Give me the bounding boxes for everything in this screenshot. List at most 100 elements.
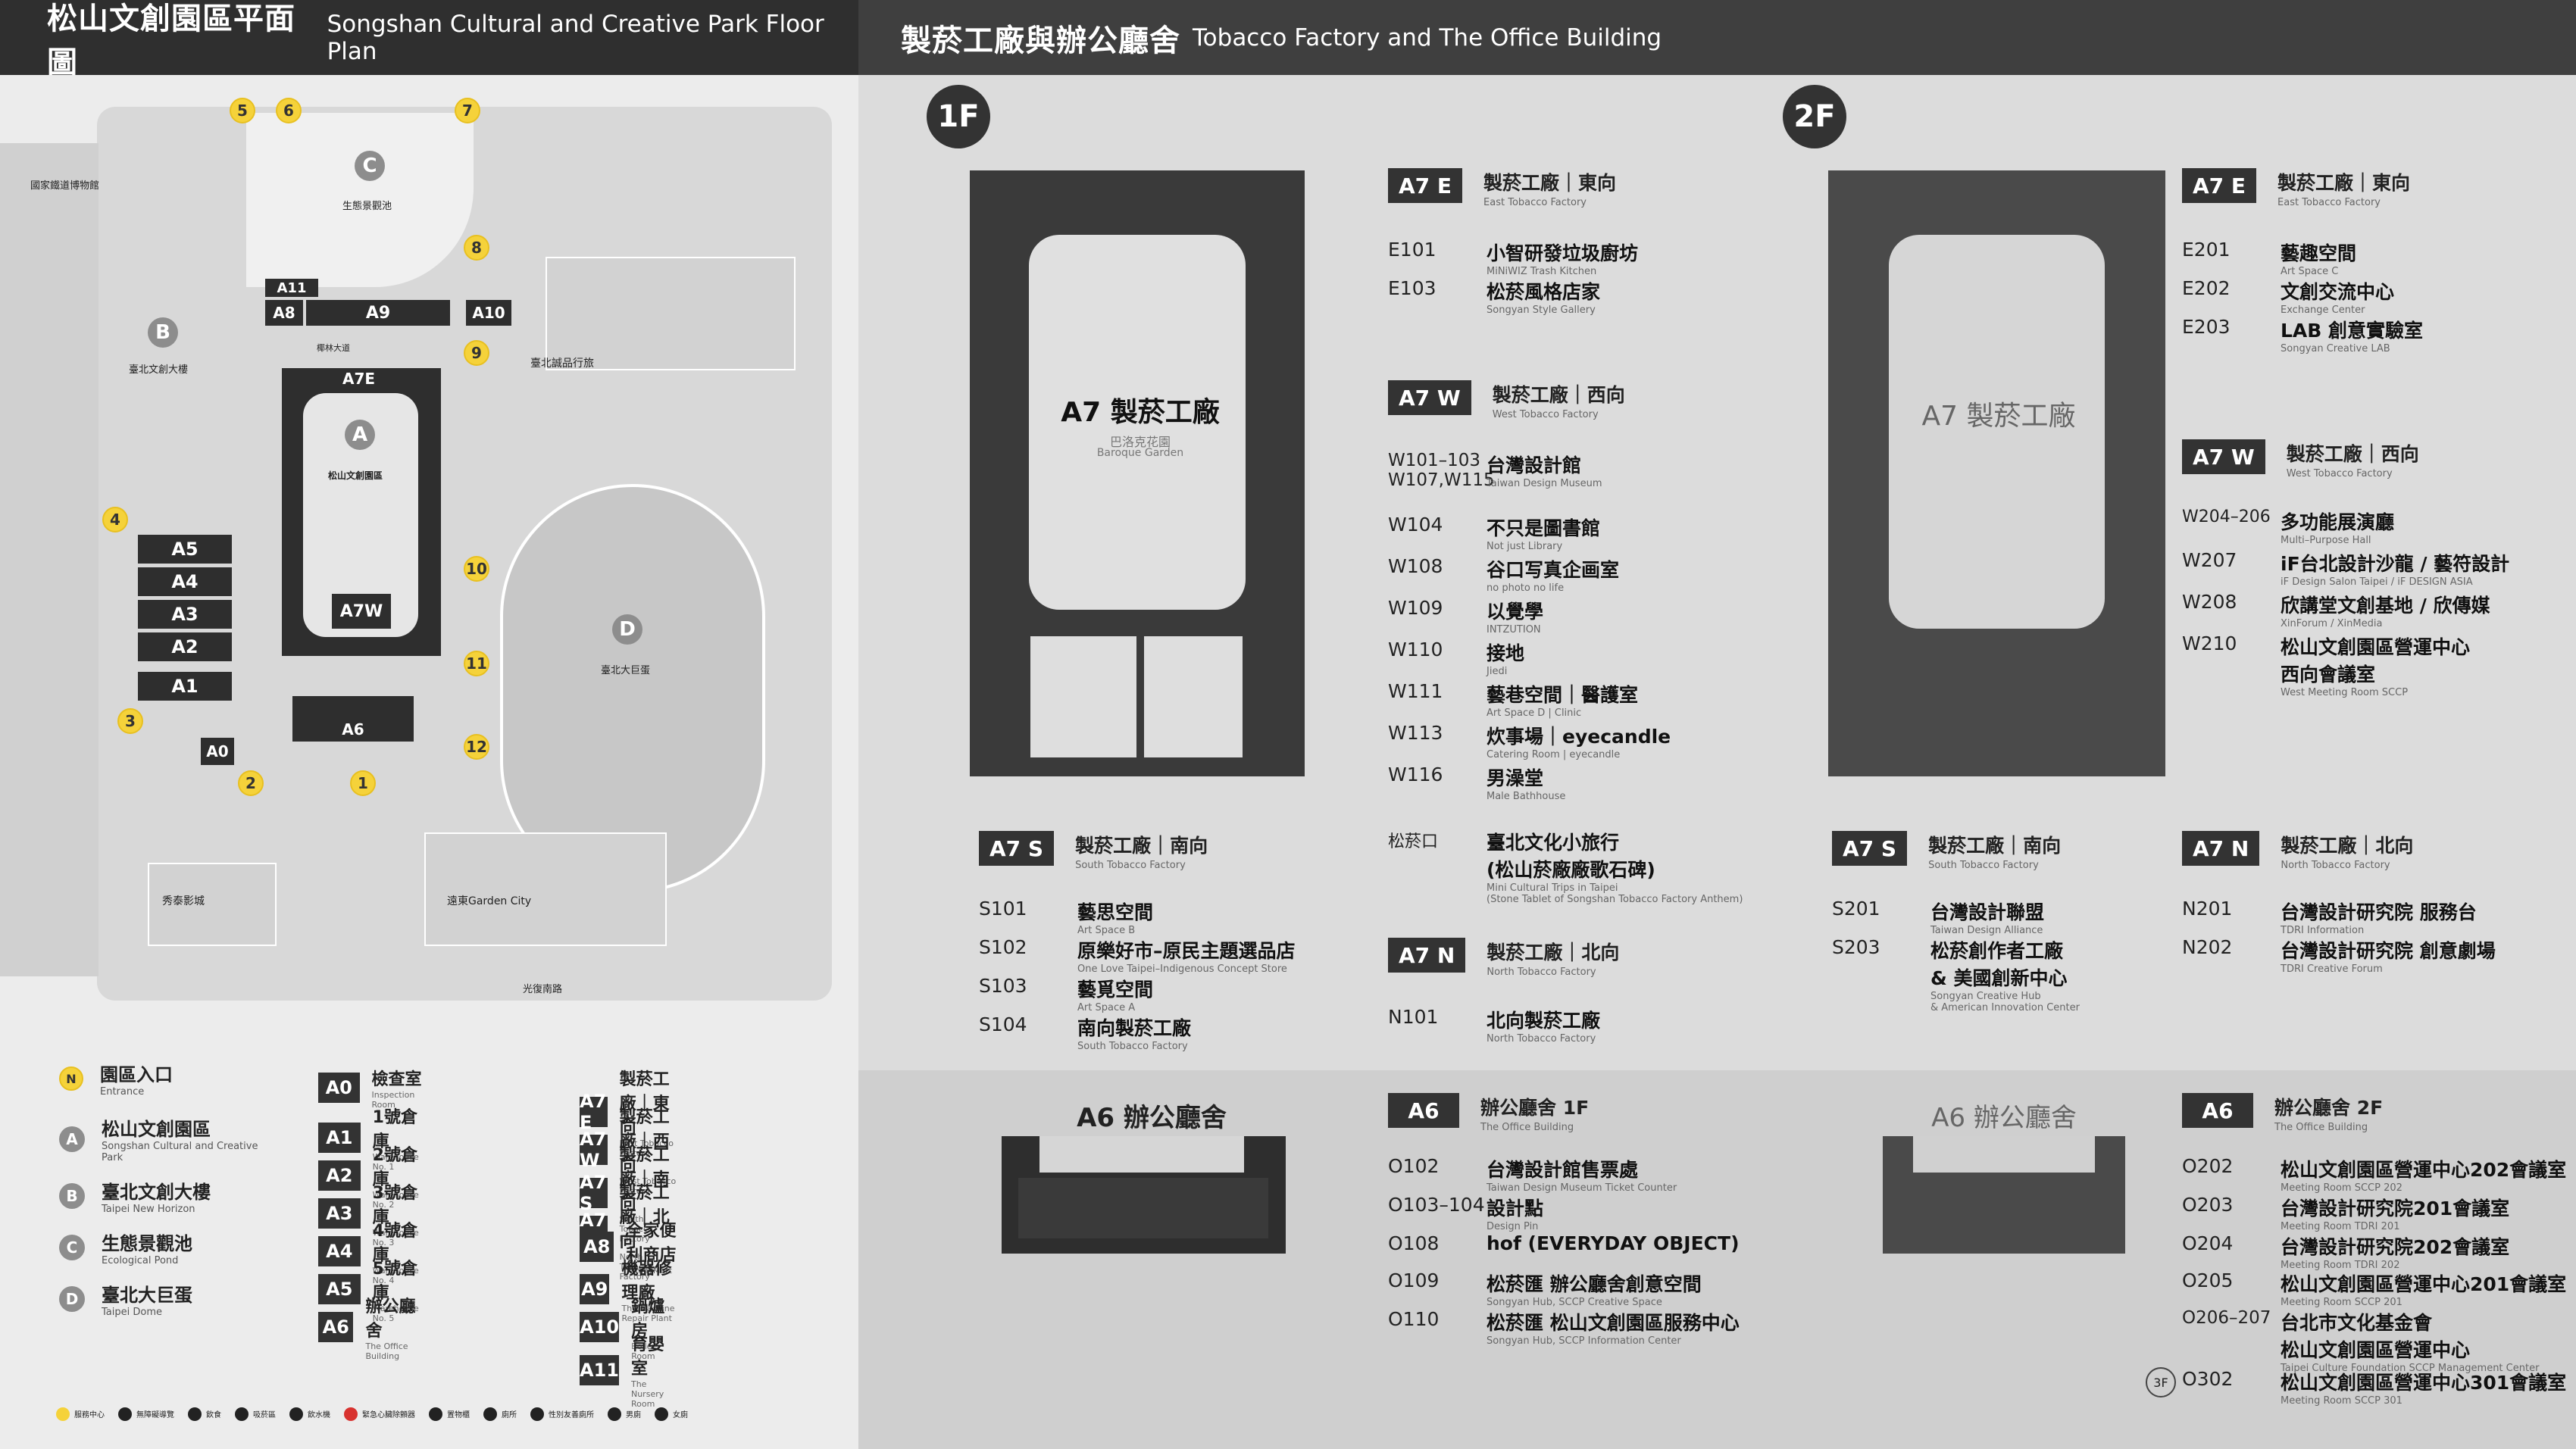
entrance-6[interactable]: 6 [276,98,302,123]
songyan-court[interactable]: 松菸口 臺北文化小旅行 (松山菸廠廠歌石碑)Mini Cultural Trip… [1388,832,1743,905]
north-block [546,257,796,370]
floor2-a7-map[interactable]: A7 製菸工廠 [1828,170,2165,776]
entrance-9[interactable]: 9 [464,340,489,366]
building-a6[interactable]: A6 [292,696,414,742]
entrance-1[interactable]: 1 [350,770,376,796]
entrance-5[interactable]: 5 [230,98,255,123]
building-a10[interactable]: A10 [466,300,511,326]
entrance-3[interactable]: 3 [117,708,143,734]
legend-en: Taipei Dome [102,1307,162,1318]
legend-a: A 松山文創園區 Songshan Cultural and Creative … [59,1114,268,1163]
poi-c-label: 生態景觀池 [342,201,392,212]
section-title: 製菸工廠｜北向 [2281,835,2414,857]
poi-d[interactable]: D [612,614,642,645]
section-title: 製菸工廠｜東向 [1483,172,1617,194]
poi-a[interactable]: A [345,420,375,450]
section-sub: The Office Building [2274,1122,2368,1133]
legend-zh: 松山文創園區 [102,1119,211,1140]
entrance-8[interactable]: 8 [464,235,489,261]
building-a4[interactable]: A4 [138,567,232,596]
building-a9[interactable]: A9 [306,300,450,326]
building-a5[interactable]: A5 [138,535,232,564]
zh: 育嬰室 [630,1335,664,1379]
section-title: 製菸工廠｜西向 [2286,443,2419,465]
zh: 2號倉庫 [372,1146,417,1189]
poi-a-label: 松山文創園區 [328,470,383,481]
header-left-en: Songshan Cultural and Creative Park Floo… [327,10,824,65]
floor1-a7-map[interactable]: A7 製菸工廠 巴洛克花園 Baroque Garden [970,170,1305,776]
poi-c[interactable]: C [355,151,385,181]
building-a11[interactable]: A11 [265,279,318,297]
entrance-7[interactable]: 7 [455,98,480,123]
legend-entrance: N 園區入口 Entrance [59,1060,268,1098]
en: Warehouse No. 1 [372,1152,419,1172]
ecological-pond [246,113,474,287]
smoking-icon [235,1407,249,1421]
poi-b[interactable]: B [148,317,178,348]
floor1-a7-title: A7 製菸工廠 [1061,397,1220,428]
songyan-court-area [1039,1136,1244,1173]
building-a2[interactable]: A2 [138,632,232,661]
building-a8[interactable]: A8 [265,300,303,326]
building-a1[interactable]: A1 [138,672,232,701]
museum-label: 國家鐵道博物館 [30,180,100,192]
en: The Office Building [365,1341,408,1361]
entrance-11[interactable]: 11 [464,651,489,676]
a6-1f-map[interactable] [1002,1136,1286,1254]
entrance-10[interactable]: 10 [464,556,489,582]
building-a3[interactable]: A3 [138,600,232,629]
food-icon [188,1407,202,1421]
code-badge: A7 W [1388,380,1471,415]
a6-2f-map[interactable] [1883,1136,2125,1254]
building-a0[interactable]: A0 [201,738,234,765]
building-a7w[interactable]: A7W [332,594,391,629]
entrance-2[interactable]: 2 [238,770,264,796]
palm-ave-label: 椰林大道 [317,343,350,353]
entrance-4[interactable]: 4 [102,507,128,532]
entrance-12[interactable]: 12 [464,734,489,760]
en: The Machine Repair Plant [621,1304,675,1323]
legend-food: 飲食 [188,1407,221,1421]
